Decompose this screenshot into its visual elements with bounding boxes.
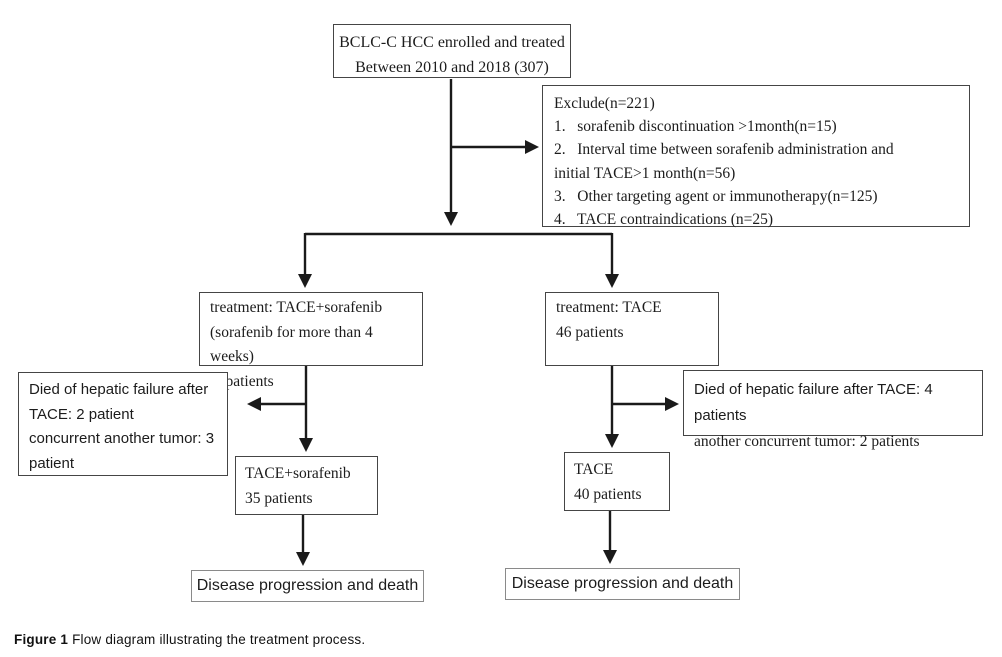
box-treatment-tace-sorafenib: treatment: TACE+sorafenib (sorafenib for… (199, 292, 423, 390)
final-left-line-2: 35 patients (245, 490, 313, 507)
treat-left-line-2: (sorafenib for more than 4 weeks) (210, 323, 377, 366)
died-left-line-2: TACE: 2 patient (29, 405, 134, 423)
outcome-right-text: Disease progression and death (511, 575, 734, 592)
died-right-line-1: Died of hepatic failure after TACE: 4 pa… (694, 381, 937, 424)
final-right-line-2: 40 patients (574, 486, 642, 503)
outcome-left-text: Disease progression and death (196, 577, 419, 594)
final-left-line-1: TACE+sorafenib (245, 465, 351, 482)
box-enrolled: BCLC-C HCC enrolled and treated Between … (333, 24, 571, 78)
box-final-tace-sorafenib: TACE+sorafenib 35 patients (235, 456, 378, 515)
box-died-right: Died of hepatic failure after TACE: 4 pa… (683, 370, 983, 450)
exclude-item-2: 2. Interval time between sorafenib admin… (554, 141, 894, 159)
figure-caption-label: Figure 1 (14, 632, 69, 647)
treat-right-line-1: treatment: TACE (556, 299, 662, 316)
final-right-line-1: TACE (574, 461, 614, 478)
figure-caption: Figure 1 Flow diagram illustrating the t… (14, 632, 365, 647)
died-right-line-2: another concurrent tumor: 2 patients (694, 433, 920, 450)
exclude-item-2-cont: initial TACE>1 month(n=56) (554, 164, 736, 182)
treat-left-line-3: 40patients (210, 372, 274, 390)
box-exclude: Exclude(n=221) 1. sorafenib discontinuat… (542, 85, 970, 228)
enrolled-line-2: Between 2010 and 2018 (307) (355, 59, 549, 76)
exclude-item-4: 4. TACE contraindications (n=25) (554, 211, 774, 229)
died-left-line-3: concurrent another tumor: 3 (29, 430, 215, 448)
figure-caption-text: Flow diagram illustrating the treatment … (68, 632, 366, 647)
box-treatment-tace: treatment: TACE 46 patients (545, 292, 719, 366)
box-died-left: Died of hepatic failure after TACE: 2 pa… (18, 372, 228, 476)
box-final-tace: TACE 40 patients (564, 452, 670, 511)
enrolled-line-1: BCLC-C HCC enrolled and treated (339, 34, 565, 51)
box-outcome-left: Disease progression and death (191, 570, 424, 602)
treat-right-line-2: 46 patients (556, 323, 624, 341)
exclude-item-1: 1. sorafenib discontinuation >1month(n=1… (554, 118, 837, 136)
died-left-line-1: Died of hepatic failure after (29, 381, 209, 398)
box-outcome-right: Disease progression and death (505, 568, 740, 600)
exclude-title: Exclude(n=221) (554, 95, 655, 112)
treat-left-line-1: treatment: TACE+sorafenib (210, 299, 383, 316)
died-left-line-4: patient (29, 454, 75, 472)
exclude-item-3: 3. Other targeting agent or immunotherap… (554, 187, 878, 205)
